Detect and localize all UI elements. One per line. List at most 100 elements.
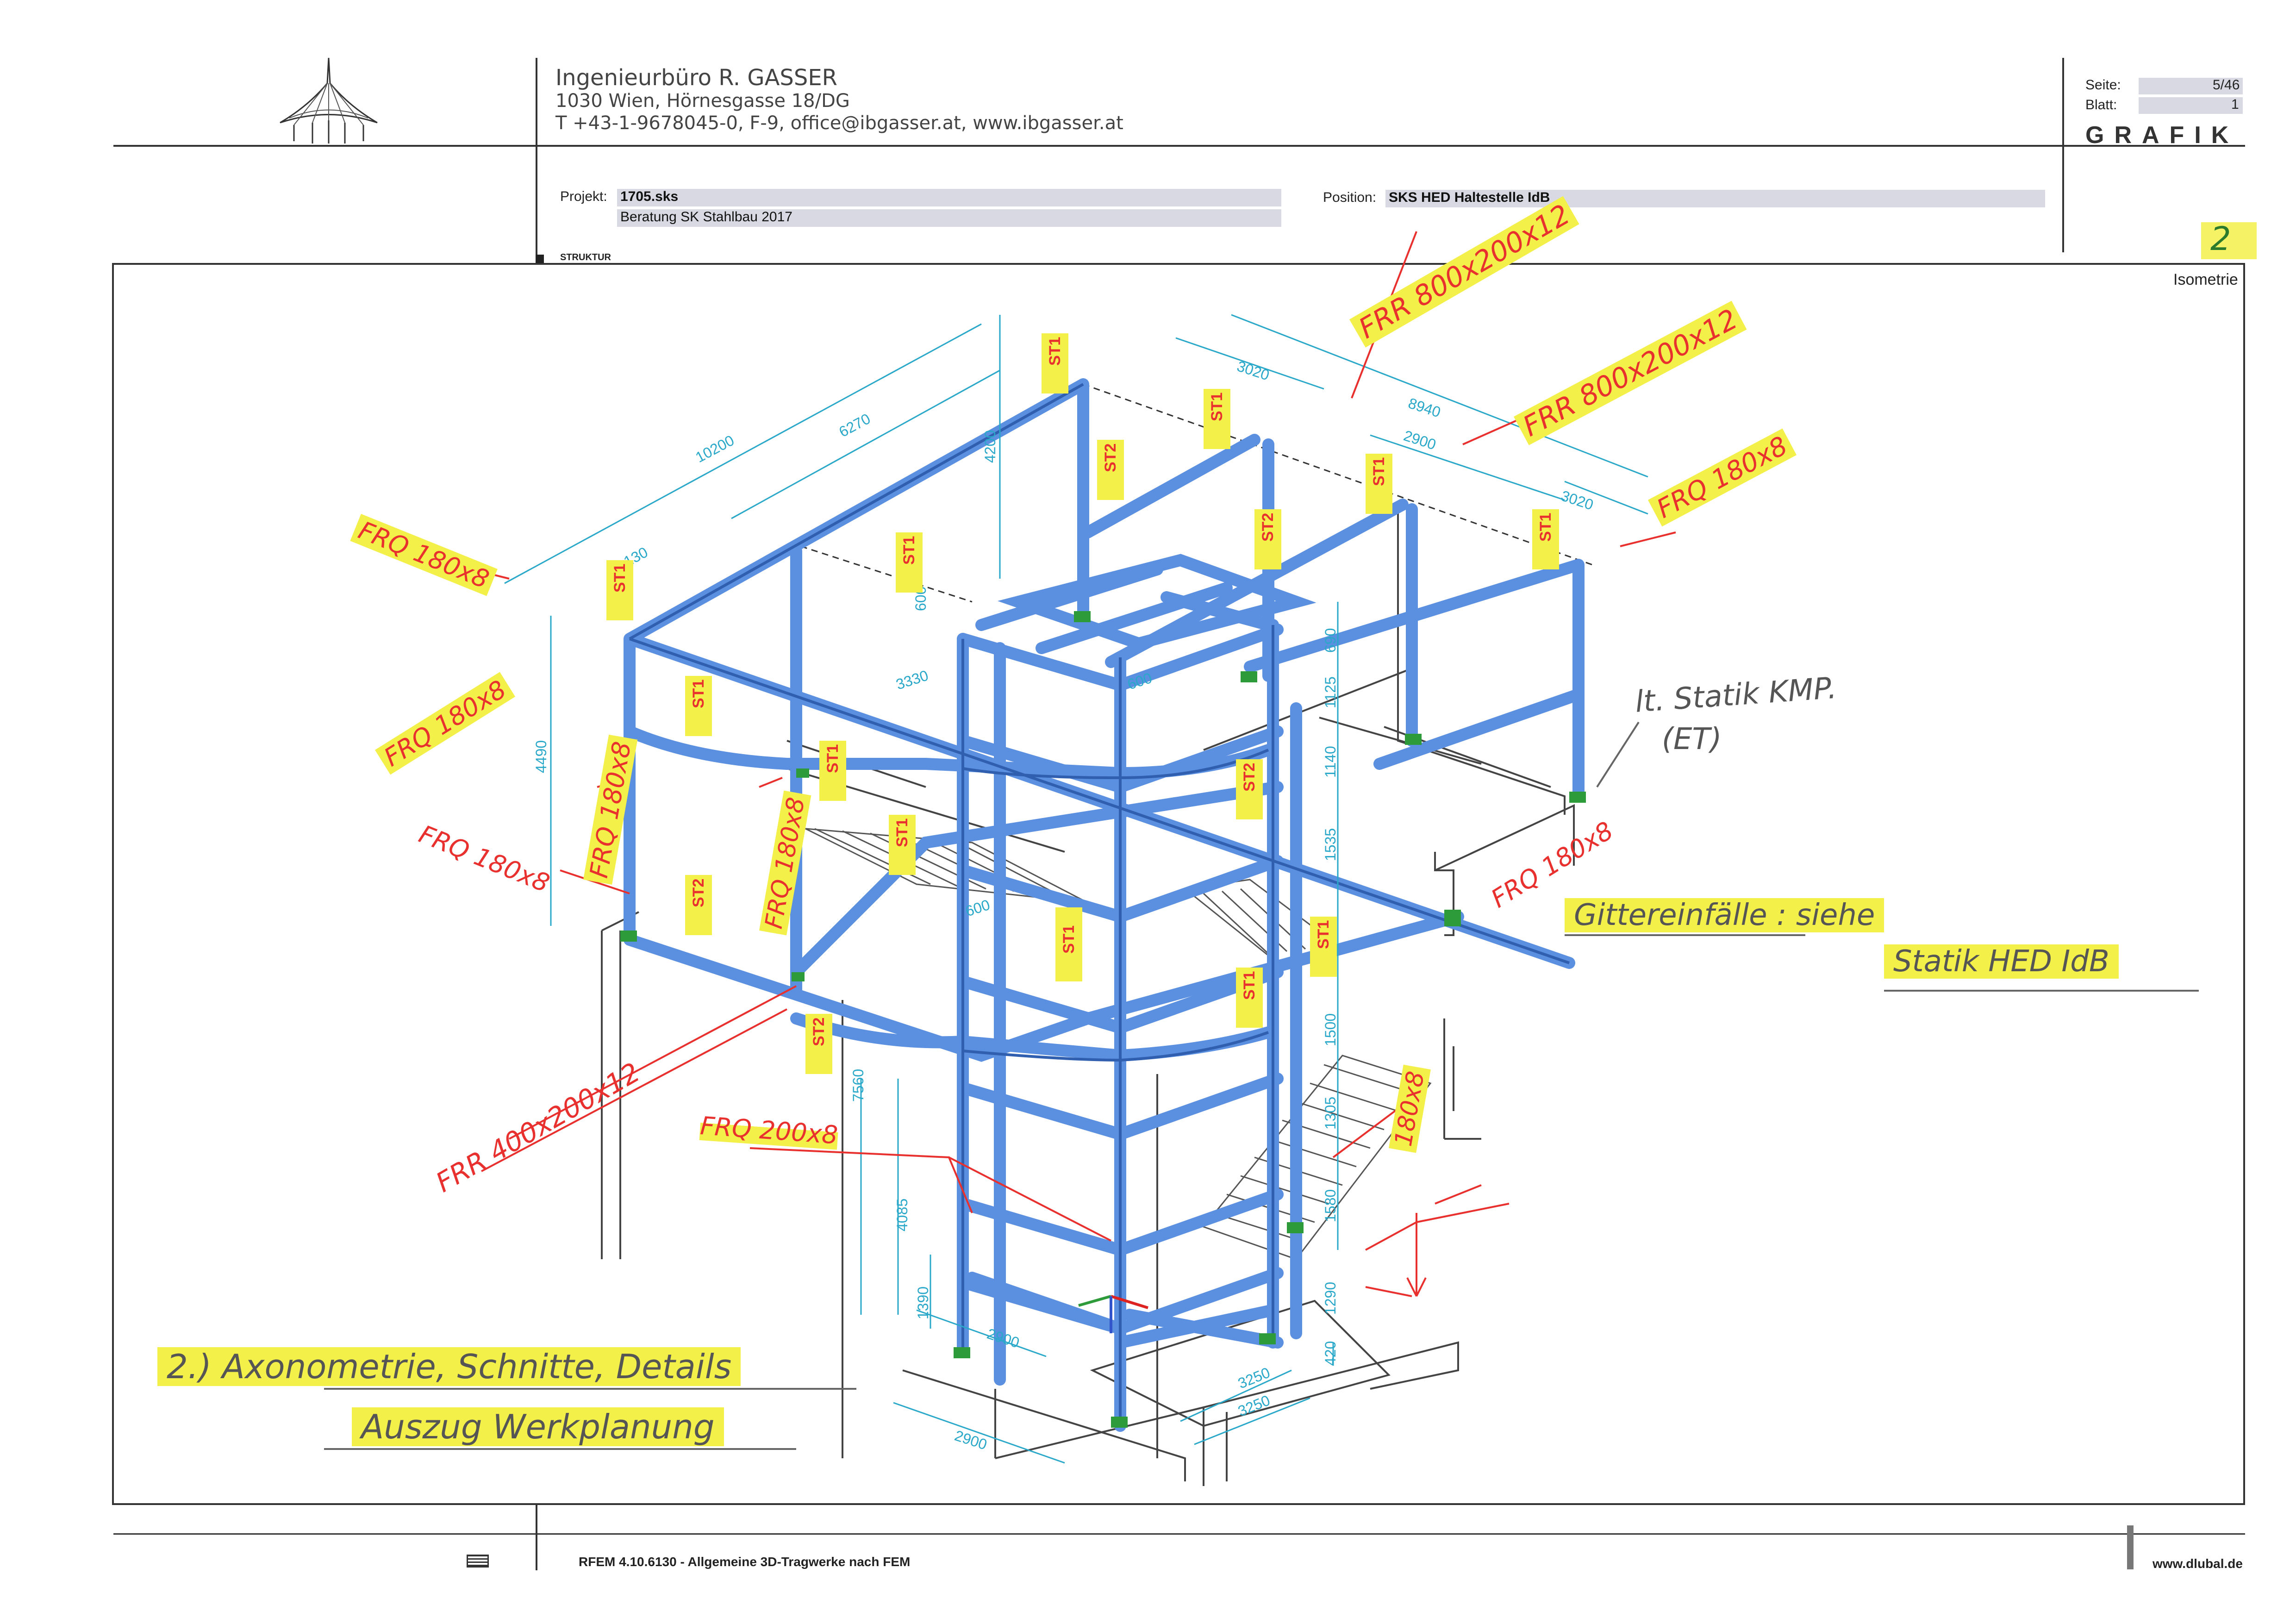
dashed-lines bbox=[800, 383, 1593, 603]
dimension-lines bbox=[504, 314, 1648, 1464]
member-tag: ST1 bbox=[685, 676, 712, 736]
svg-text:ST1: ST1 bbox=[1241, 971, 1258, 1000]
member-tag: ST2 bbox=[1097, 440, 1124, 500]
member-tag: ST1 bbox=[1366, 454, 1392, 514]
dimension-label: 1500 bbox=[1322, 1013, 1339, 1046]
svg-text:ST2: ST2 bbox=[1241, 763, 1258, 792]
dimension-label: 1580 bbox=[1322, 1189, 1339, 1222]
svg-text:ST1: ST1 bbox=[1370, 457, 1388, 486]
svg-text:ST1: ST1 bbox=[611, 564, 629, 593]
svg-text:ST1: ST1 bbox=[824, 744, 842, 773]
member-tag: ST1 bbox=[889, 815, 916, 875]
member-tag: ST1 bbox=[1055, 921, 1082, 981]
dimension-label: 1535 bbox=[1322, 828, 1339, 861]
position-field bbox=[1385, 190, 2045, 207]
gray-leader-lines bbox=[324, 721, 2199, 1450]
coordinate-axes bbox=[1078, 1295, 1148, 1333]
dimension-label: 3020 bbox=[1235, 357, 1272, 383]
member-tag: ST2 bbox=[1254, 509, 1281, 569]
sheet-label: Blatt: bbox=[2085, 97, 2117, 112]
dimension-label: 4085 bbox=[894, 1199, 911, 1231]
dimension-label: 1290 bbox=[1322, 1282, 1339, 1315]
footer-bar bbox=[2127, 1525, 2134, 1569]
note-werkplanung: Auszug Werkplanung bbox=[352, 1407, 724, 1446]
member-tag: ST2 bbox=[805, 1014, 832, 1074]
dimension-label: 2900 bbox=[1402, 427, 1438, 453]
member-tag: ST1 bbox=[1310, 917, 1337, 977]
drawing-frame bbox=[112, 263, 2245, 1505]
svg-text:ST1: ST1 bbox=[1208, 393, 1226, 421]
member-tag: ST2 bbox=[1236, 759, 1263, 819]
pen-leader-lines bbox=[472, 231, 1713, 1297]
dimension-label: 600 bbox=[1125, 669, 1154, 693]
svg-text:ST1: ST1 bbox=[1073, 925, 1074, 926]
building-outline bbox=[601, 505, 1575, 1486]
svg-text:ST2: ST2 bbox=[1259, 513, 1277, 542]
member-tag: ST1 bbox=[819, 741, 846, 801]
dimension-label: 7560 bbox=[850, 1069, 867, 1102]
footer-software: RFEM 4.10.6130 - Allgemeine 3D-Tragwerke… bbox=[579, 1555, 911, 1569]
dlubal-logo-icon bbox=[467, 1555, 489, 1568]
view-label: Isometrie bbox=[2173, 271, 2238, 288]
svg-text:ST2: ST2 bbox=[690, 879, 707, 907]
member-tag: ST1 bbox=[1055, 907, 1082, 926]
svg-text:ST1: ST1 bbox=[690, 680, 707, 708]
company-logo bbox=[280, 57, 378, 144]
steel-dark-edges bbox=[629, 383, 1570, 1426]
project-sub: Beratung SK Stahlbau 2017 bbox=[620, 209, 792, 225]
dimension-label: 1305 bbox=[1322, 1097, 1339, 1130]
dimension-label: 4200 bbox=[982, 430, 998, 463]
dimension-label: 420 bbox=[1322, 1341, 1339, 1366]
page-value: 5/46 bbox=[2213, 77, 2240, 93]
member-tag: ST1 bbox=[1236, 968, 1263, 1028]
dimension-label: 8940 bbox=[1406, 394, 1443, 420]
dimension-label: 3330 bbox=[894, 667, 930, 693]
svg-text:ST2: ST2 bbox=[1102, 443, 1119, 472]
member-tag: ST1 bbox=[1204, 389, 1230, 449]
company-contact: T +43-1-9678045-0, F-9, office@ibgasser.… bbox=[555, 112, 1123, 134]
project-sub-field bbox=[617, 209, 1281, 227]
dimension-label: 2900 bbox=[953, 1427, 989, 1453]
project-field bbox=[617, 189, 1281, 206]
project-label: Projekt: bbox=[560, 189, 607, 204]
member-tags: ST1 ST1 ST2 ST1 ST1 ST1 ST2 ST1 ST1 ST1 … bbox=[606, 333, 1559, 1074]
dimension-label: 6270 bbox=[836, 410, 873, 440]
section-label: STRUKTUR bbox=[560, 252, 611, 262]
note-axonometrie: 2.) Axonometrie, Schnitte, Details bbox=[157, 1347, 741, 1386]
member-tag: ST1 bbox=[1042, 333, 1068, 394]
svg-text:ST1: ST1 bbox=[1046, 337, 1064, 366]
note-geometry-1: Gittereinfälle : siehe bbox=[1565, 898, 1884, 932]
svg-text:ST2: ST2 bbox=[810, 1018, 828, 1046]
position-label: Position: bbox=[1323, 190, 1377, 205]
svg-text:ST1: ST1 bbox=[893, 818, 911, 847]
member-tag: ST1 bbox=[1532, 509, 1559, 569]
supports bbox=[620, 611, 1586, 1428]
svg-text:ST1: ST1 bbox=[1537, 513, 1554, 542]
dimension-label: 690 bbox=[1322, 628, 1339, 653]
svg-text:ST1: ST1 bbox=[1060, 925, 1078, 954]
doc-type-title: GRAFIK bbox=[2085, 122, 2239, 149]
project-value: 1705.sks bbox=[620, 189, 679, 204]
dimension-label: 1390 bbox=[915, 1287, 931, 1319]
member-tag: ST1 bbox=[606, 560, 633, 620]
page-field bbox=[2139, 78, 2243, 94]
svg-text:ST1: ST1 bbox=[900, 536, 918, 565]
footer-divider bbox=[536, 1503, 537, 1570]
header-divider-right bbox=[2062, 58, 2064, 252]
position-value: SKS HED Haltestelle IdB bbox=[1389, 190, 1550, 205]
dimension-label: 1125 bbox=[1322, 676, 1339, 708]
page-label: Seite: bbox=[2085, 77, 2121, 93]
footer-rule-top bbox=[113, 1533, 2245, 1535]
section-marker bbox=[536, 255, 544, 263]
note-geometry-2: Statik HED IdB bbox=[1884, 944, 2119, 979]
note-statik-et: (ET) bbox=[1662, 722, 1722, 756]
header-rule-top bbox=[113, 145, 2245, 147]
member-tag: ST1 bbox=[896, 532, 923, 593]
svg-text:ST1: ST1 bbox=[1315, 920, 1332, 949]
header-divider-left bbox=[536, 58, 537, 262]
footer-website: www.dlubal.de bbox=[2152, 1556, 2243, 1571]
company-name: Ingenieurbüro R. GASSER bbox=[555, 65, 838, 91]
member-tag: ST2 bbox=[685, 875, 712, 935]
sheet-field bbox=[2139, 97, 2243, 114]
company-address: 1030 Wien, Hörnesgasse 18/DG bbox=[555, 90, 850, 112]
